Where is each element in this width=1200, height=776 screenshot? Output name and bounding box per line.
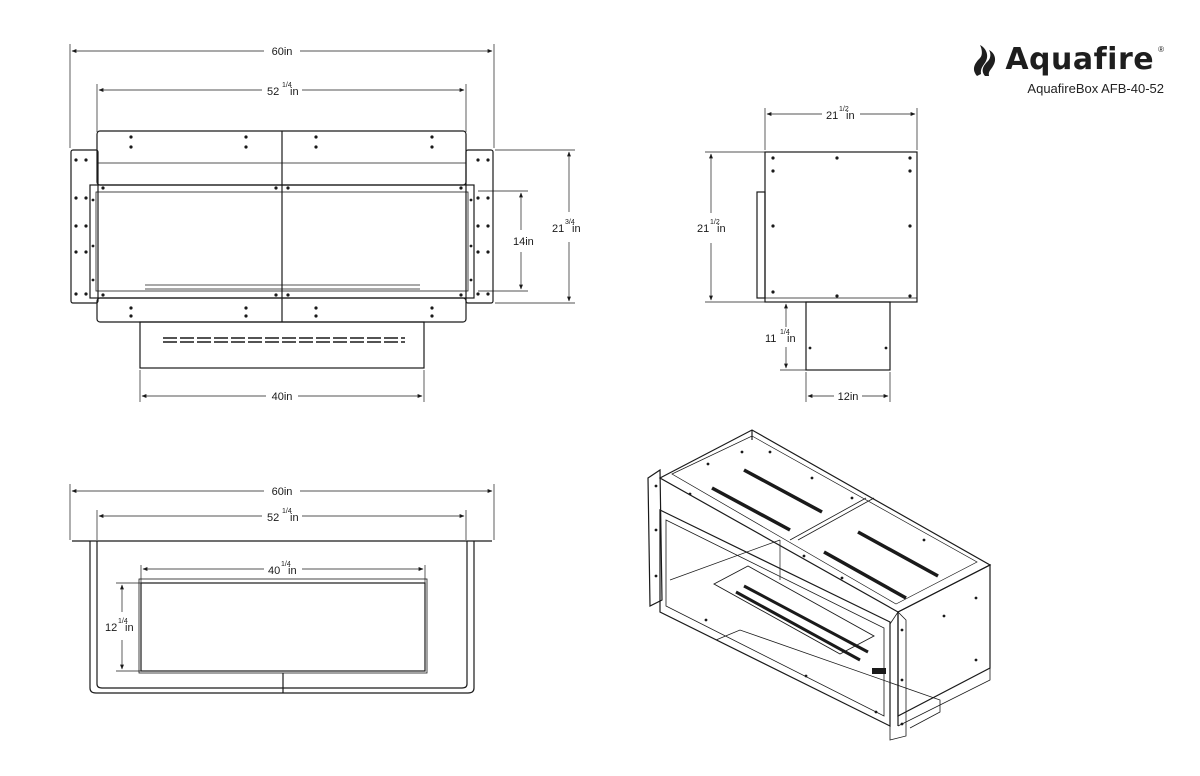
isometric-screws bbox=[654, 450, 978, 726]
top-frame-width-fraction: 1/4 bbox=[282, 508, 292, 515]
side-base-height-unit: in bbox=[787, 333, 796, 345]
control-panel bbox=[872, 668, 886, 674]
top-overall-width: 60in bbox=[272, 486, 293, 498]
side-depth-fraction: 1/2 bbox=[839, 106, 849, 113]
isometric-view bbox=[647, 429, 992, 741]
side-depth: 21 bbox=[826, 110, 838, 122]
front-frame-width-unit: in bbox=[290, 86, 299, 98]
side-base-depth: 12in bbox=[838, 391, 859, 403]
top-opening-depth: 12 bbox=[105, 622, 117, 634]
registered-mark: ® bbox=[1158, 45, 1164, 54]
side-depth-unit: in bbox=[846, 110, 855, 122]
brand-name: Aquafire bbox=[1005, 42, 1155, 77]
top-opening-depth-unit: in bbox=[125, 622, 134, 634]
front-screws bbox=[74, 135, 490, 318]
brand-block: Aquafire® AquafireBox AFB-40-52 bbox=[971, 42, 1164, 96]
top-opening-width-fraction: 1/4 bbox=[281, 561, 291, 568]
side-height: 21 bbox=[697, 223, 709, 235]
side-screws bbox=[771, 156, 912, 350]
front-overall-width: 60in bbox=[272, 46, 293, 58]
front-view: 60in 52 1/4 in bbox=[69, 44, 581, 403]
front-overall-height: 21 bbox=[552, 223, 564, 235]
front-overall-height-unit: in bbox=[572, 223, 581, 235]
top-opening-width: 40 bbox=[268, 565, 280, 577]
top-frame-width: 52 bbox=[267, 512, 279, 524]
front-opening-height: 14in bbox=[513, 236, 534, 248]
top-opening-depth-fraction: 1/4 bbox=[118, 618, 128, 625]
top-frame-width-unit: in bbox=[290, 512, 299, 524]
side-height-unit: in bbox=[717, 223, 726, 235]
model-number: AquafireBox AFB-40-52 bbox=[1027, 81, 1164, 96]
front-base-width: 40in bbox=[272, 391, 293, 403]
top-opening-width-unit: in bbox=[288, 565, 297, 577]
front-frame-width: 52 bbox=[267, 86, 279, 98]
front-overall-height-fraction: 3/4 bbox=[565, 219, 575, 226]
side-view: 21 1/2 in 21 1/2 in bbox=[697, 106, 918, 403]
top-view: 60in 52 1/4 in 40 1/4 in bbox=[69, 484, 495, 694]
side-height-fraction: 1/2 bbox=[710, 219, 720, 226]
front-frame-width-fraction: 1/4 bbox=[282, 82, 292, 89]
top-slots bbox=[711, 468, 939, 600]
side-base-height: 11 bbox=[765, 333, 776, 345]
front-vent-grille bbox=[163, 337, 405, 343]
side-base-height-fraction: 1/4 bbox=[780, 329, 790, 336]
flame-logo-icon bbox=[974, 44, 996, 76]
